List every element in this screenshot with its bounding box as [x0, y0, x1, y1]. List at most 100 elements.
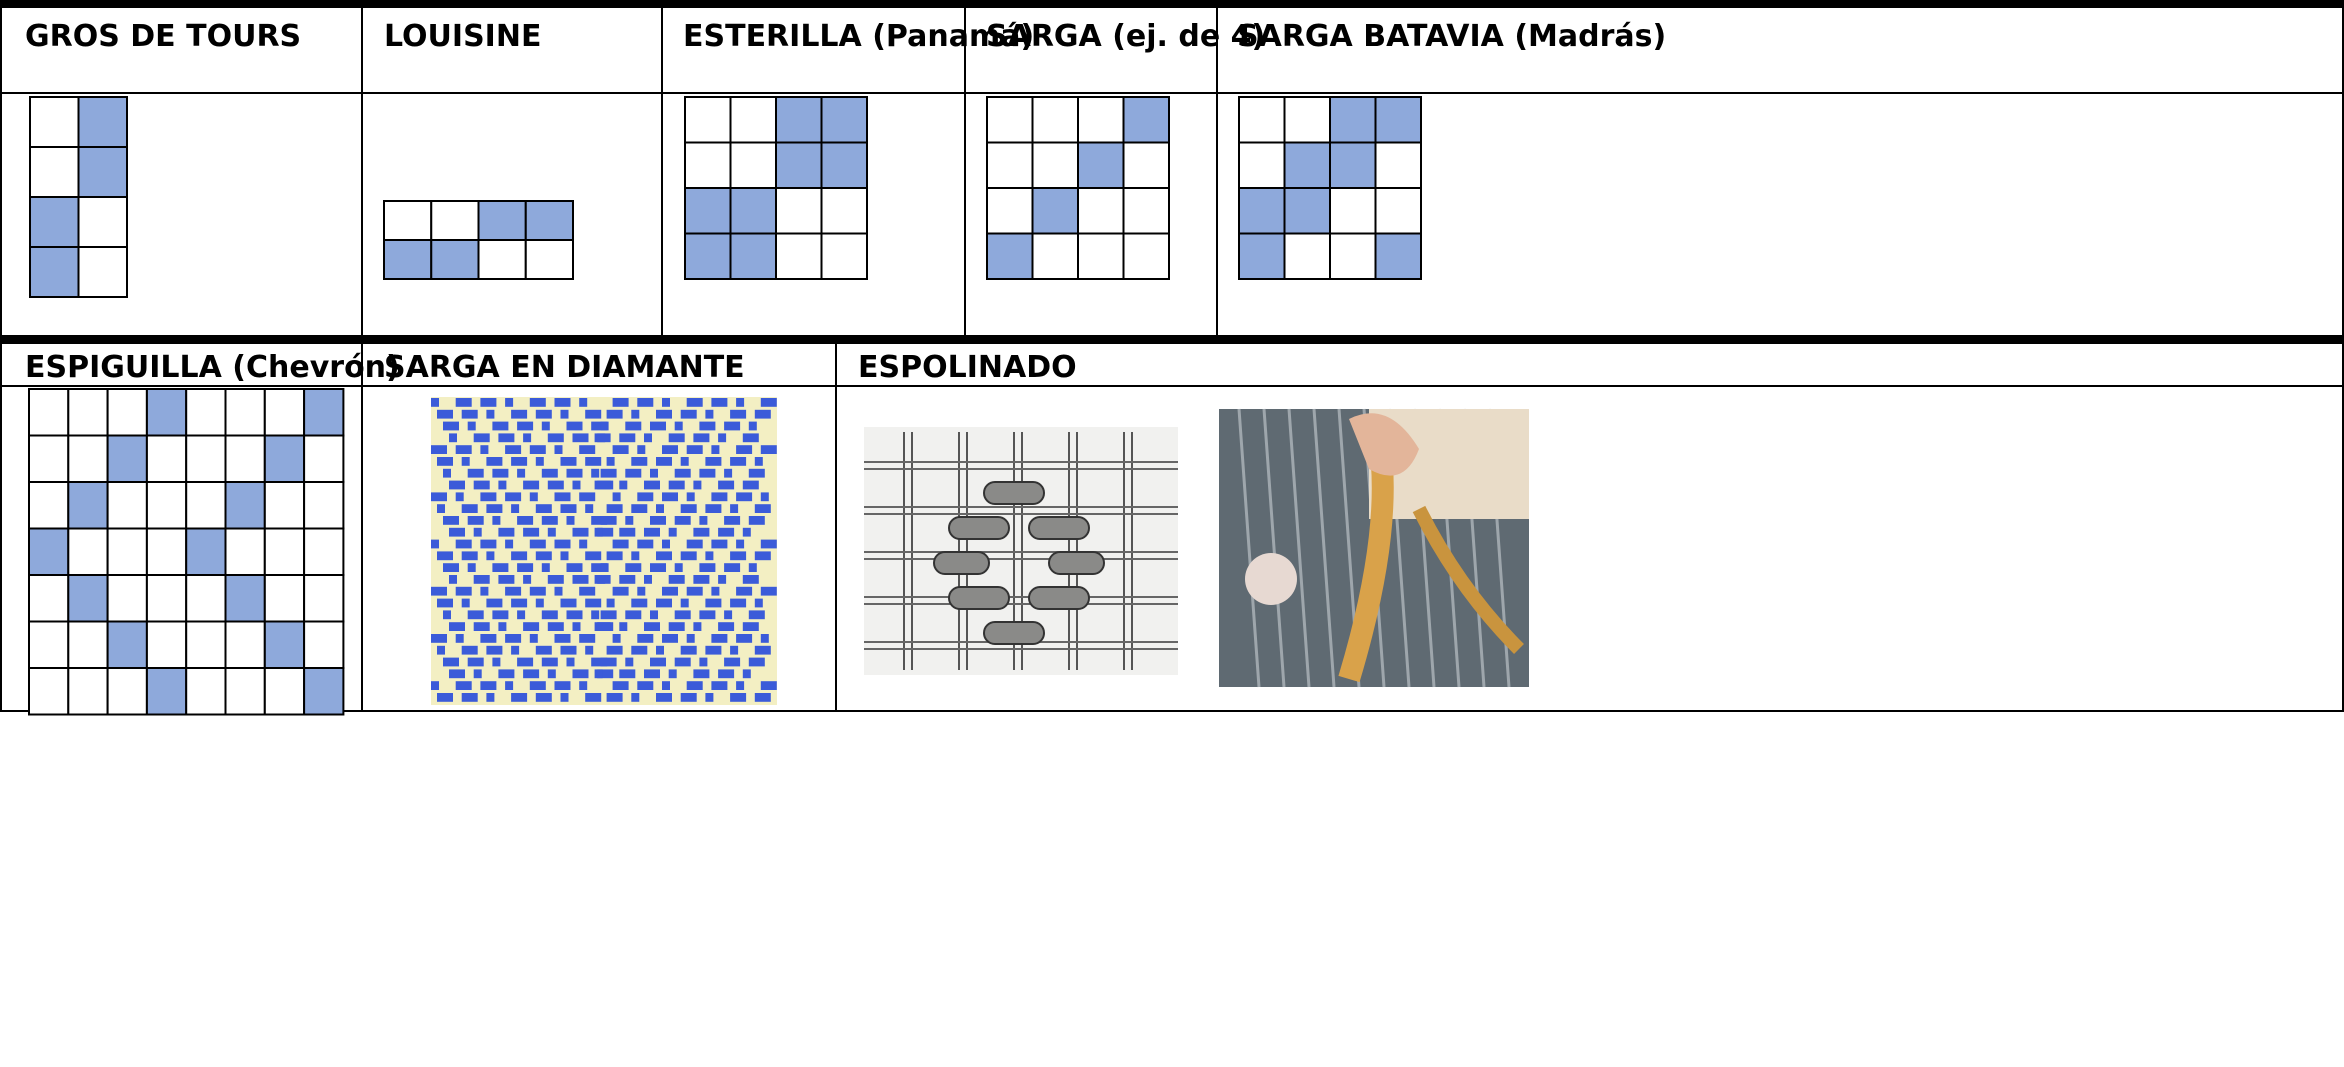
diamante-brick: [480, 398, 497, 407]
diamante-brick: [505, 634, 522, 643]
diamante-brick: [754, 409, 771, 419]
diamante-brick: [711, 681, 728, 690]
espolinado-photo: [1219, 408, 1529, 688]
diamante-brick: [748, 657, 765, 667]
weave-cell-filled: [67, 574, 109, 623]
diamante-brick: [760, 539, 777, 549]
weave-cell-empty: [524, 239, 574, 280]
diamante-brick: [572, 527, 589, 537]
diamante-brick: [606, 693, 623, 702]
diamante-brick: [455, 586, 472, 596]
diamante-brick: [437, 693, 453, 702]
weave-cell-filled: [775, 141, 823, 189]
diamante-brick: [724, 468, 733, 478]
diamante-brick: [637, 634, 654, 643]
diamante-brick: [511, 504, 520, 513]
diamante-brick: [612, 634, 621, 643]
diamante-brick: [511, 409, 528, 419]
weave-cell-empty: [1283, 96, 1331, 144]
weave-cell-empty: [263, 667, 306, 716]
weave-cell-filled: [145, 388, 188, 437]
diamante-brick: [594, 622, 611, 631]
diamante-brick: [606, 504, 623, 513]
weave-cell-filled: [303, 667, 345, 716]
diamante-brick: [535, 457, 544, 466]
diamante-brick: [736, 398, 745, 407]
weave-cell-empty: [67, 527, 109, 576]
weave-cell-filled: [524, 200, 574, 241]
diamante-brick: [492, 657, 501, 667]
diamante-brick: [498, 527, 515, 537]
diamante-brick: [718, 480, 735, 490]
header-sarga-4: SARGA (ej. de 4): [986, 19, 1266, 54]
diamante-brick: [600, 468, 617, 478]
diamante-brick: [644, 622, 660, 631]
diamante-brick: [541, 657, 558, 667]
diamante-brick: [480, 681, 497, 690]
diamante-brick: [517, 610, 526, 620]
diamante-brick: [637, 586, 646, 596]
diamante-brick: [594, 433, 611, 443]
diamante-brick: [579, 681, 588, 690]
weave-cell-empty: [1238, 96, 1286, 144]
weave-cell-empty: [820, 187, 868, 235]
diamante-brick: [467, 516, 484, 525]
diamante-brick: [473, 480, 490, 490]
weave-cell-filled: [383, 239, 433, 280]
weave-cell-empty: [77, 246, 128, 298]
diamante-brick: [760, 398, 777, 407]
diamante-brick: [431, 539, 439, 549]
weave-cell-empty: [145, 527, 188, 576]
diamante-brick: [656, 504, 664, 513]
diamante-brick: [572, 669, 589, 679]
diamante-brick: [668, 575, 685, 584]
weave-cell-empty: [303, 434, 345, 483]
diamante-brick: [742, 575, 759, 584]
weave-cell-filled: [1283, 187, 1331, 235]
diamante-brick: [730, 551, 747, 561]
diamante-brick: [505, 398, 514, 407]
diamante-brick: [541, 563, 550, 572]
diamante-brick: [461, 693, 478, 702]
diamante-brick: [517, 563, 534, 572]
diamante-brick: [480, 539, 497, 549]
diamante-brick: [566, 610, 583, 620]
diamante-brick: [600, 657, 617, 667]
diamante-brick: [644, 669, 660, 679]
diamante-brick: [511, 457, 528, 466]
weave-cell-empty: [1077, 232, 1125, 280]
diamante-brick: [560, 457, 577, 466]
diamante-brick: [619, 480, 628, 490]
weave-cell-empty: [1329, 232, 1377, 280]
diamante-brick: [560, 645, 577, 655]
diamante-brick: [711, 398, 728, 407]
diamante-brick: [662, 492, 678, 502]
weave-cell-empty: [1122, 187, 1170, 235]
diamante-brick: [560, 551, 569, 561]
row1-col-divider: [361, 0, 363, 340]
weave-cell-empty: [775, 187, 823, 235]
weave-cell-empty: [1031, 96, 1079, 144]
diamante-brick: [523, 575, 532, 584]
diamante-brick: [517, 421, 534, 431]
diamante-brick: [461, 551, 478, 561]
diamante-brick: [600, 516, 617, 525]
diamante-brick: [467, 468, 484, 478]
weave-cell-empty: [1122, 141, 1170, 189]
diamante-brick: [656, 598, 672, 608]
row-separator: [0, 335, 2344, 344]
diamante-brick: [693, 575, 710, 584]
diamante-brick: [480, 492, 497, 502]
diamante-brick: [594, 480, 611, 490]
diamante-brick: [606, 645, 623, 655]
weave-cell-empty: [185, 434, 227, 483]
weave-cell-empty: [303, 527, 345, 576]
diamante-brick: [437, 504, 445, 513]
diamante-brick: [594, 527, 603, 537]
diamante-brick: [535, 551, 552, 561]
weave-grid-espiguilla: [28, 388, 345, 716]
diamante-brick: [736, 681, 745, 690]
diamante-brick: [686, 492, 695, 502]
diamante-brick: [644, 575, 652, 584]
photo-yarn: [1412, 505, 1524, 654]
